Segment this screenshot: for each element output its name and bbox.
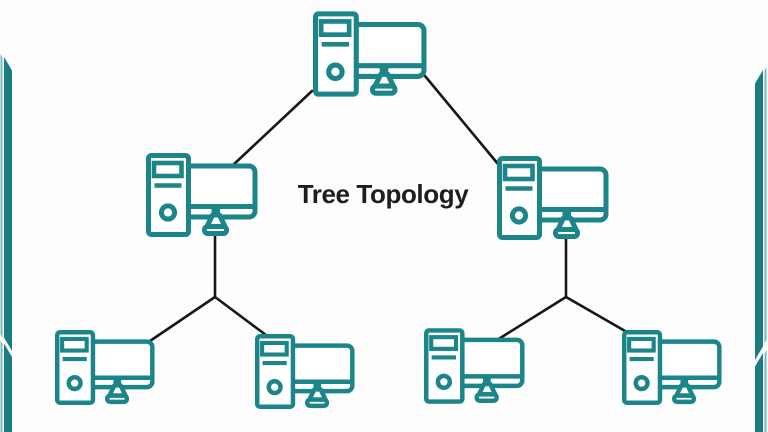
node-branch-left-computer <box>146 153 258 237</box>
left-border-ribbon-decoration <box>0 54 12 432</box>
desktop-computer-icon <box>622 330 722 405</box>
desktop-computer-icon <box>255 334 355 409</box>
desktop-computer-icon <box>146 153 258 237</box>
diagram-title: Tree Topology <box>297 179 469 209</box>
node-leaf-3-computer <box>424 328 525 404</box>
desktop-computer-icon <box>497 156 609 240</box>
desktop-computer-icon <box>424 328 525 404</box>
node-leaf-4-computer <box>622 330 722 405</box>
node-leaf-1-computer <box>55 330 155 405</box>
desktop-computer-icon <box>55 330 155 405</box>
node-branch-right-computer <box>497 156 609 240</box>
node-root-computer <box>313 11 427 97</box>
edge-branch-left-leaf-2 <box>213 295 272 340</box>
node-leaf-2-computer <box>255 334 355 409</box>
desktop-computer-icon <box>313 11 427 97</box>
right-border-ribbon-decoration <box>755 67 767 432</box>
edge-root-branch-right <box>423 74 500 166</box>
edge-branch-left-leaf-1 <box>148 295 217 343</box>
